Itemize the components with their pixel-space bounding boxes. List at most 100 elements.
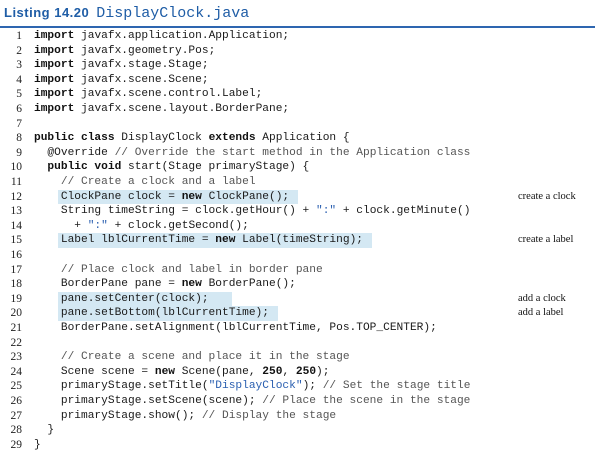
- code-text: public class DisplayClock extends Applic…: [34, 131, 350, 146]
- code-token: + clock.getMinute(): [336, 205, 471, 218]
- listing-filename: DisplayClock.java: [96, 5, 250, 22]
- line-number: 9: [16, 146, 22, 159]
- line-number: 23: [10, 351, 23, 364]
- line-number: 24: [10, 365, 23, 378]
- keyword: import: [34, 59, 75, 72]
- code-line: 20 pane.setBottom(lblCurrentTime);add a …: [0, 306, 595, 321]
- line-number: 13: [10, 205, 23, 218]
- code-token: );: [302, 380, 323, 393]
- code-text: import javafx.geometry.Pos;: [34, 44, 215, 59]
- code-text: + ":" + clock.getSecond();: [34, 219, 249, 234]
- keyword: import: [34, 30, 75, 42]
- code-token: Label(timeString);: [235, 234, 363, 247]
- code-line: 12 ClockPane clock = new ClockPane(); cre…: [0, 189, 595, 205]
- keyword: import: [34, 44, 75, 57]
- code-text: public void start(Stage primaryStage) {: [34, 160, 309, 175]
- code-text: @Override // Override the start method i…: [34, 146, 470, 161]
- code-line: 16: [0, 248, 595, 263]
- code-line: 29}: [0, 438, 595, 452]
- keyword: new: [215, 234, 236, 247]
- code-line: 23 // Create a scene and place it in the…: [0, 350, 595, 365]
- code-token: primaryStage.setTitle(: [34, 380, 209, 393]
- line-highlight: [58, 189, 298, 205]
- code-line: 14 + ":" + clock.getSecond();: [0, 219, 595, 234]
- code-token: javafx.scene.control.Label;: [74, 88, 263, 101]
- code-line: 9 @Override // Override the start method…: [0, 146, 595, 161]
- comment: // Create a clock and a label: [34, 176, 256, 188]
- line-number: 10: [10, 161, 23, 174]
- code-text: String timeString = clock.getHour() + ":…: [34, 204, 471, 219]
- keyword: new: [181, 190, 202, 203]
- listing-label: Listing 14.20: [4, 5, 90, 20]
- code-line: 5 import javafx.scene.control.Label;: [0, 87, 595, 102]
- code-line: 10 public void start(Stage primaryStage)…: [0, 160, 595, 175]
- line-number: 14: [10, 219, 23, 232]
- line-number: 21: [10, 322, 23, 334]
- number-literal: 250: [295, 365, 317, 378]
- code-text: BorderPane pane = new BorderPane();: [34, 277, 296, 292]
- code-token: + clock.getSecond();: [107, 219, 249, 232]
- code-token: ClockPane();: [201, 190, 290, 203]
- code-line: 26 primaryStage.setScene(scene); // Plac…: [0, 394, 595, 409]
- code-text: import javafx.scene.Scene;: [34, 73, 209, 88]
- code-line: 15 Label lblCurrentTime = new Label(time…: [0, 233, 595, 248]
- code-text: import javafx.application.Application;: [34, 29, 289, 44]
- keyword: import: [34, 88, 75, 101]
- number-literal: 250: [262, 365, 283, 378]
- code-line: 13 String timeString = clock.getHour() +…: [0, 204, 595, 219]
- line-number: 5: [16, 88, 22, 101]
- code-line: 8 public class DisplayClock extends Appli…: [0, 131, 595, 146]
- code-text: // Create a clock and a label: [34, 175, 256, 190]
- margin-annotation: add a label: [518, 307, 564, 319]
- comment: // Place clock and label in border pane: [34, 263, 323, 276]
- code-text: Label lblCurrentTime = new Label(timeStr…: [34, 233, 363, 248]
- code-text: // Create a scene and place it in the st…: [34, 350, 350, 365]
- comment: // Set the stage title: [322, 380, 471, 393]
- code-line: 17 // Place clock and label in border pa…: [0, 263, 595, 278]
- code-text: import javafx.scene.layout.BorderPane;: [34, 102, 289, 117]
- line-number: 22: [10, 336, 23, 349]
- code-token: Scene(pane,: [175, 365, 263, 378]
- line-number: 2: [16, 44, 22, 57]
- code-line: 18 BorderPane pane = new BorderPane();: [0, 277, 595, 292]
- code-text: pane.setCenter(clock);: [34, 292, 209, 307]
- line-number: 20: [10, 307, 23, 320]
- code-text: }: [34, 438, 41, 452]
- line-highlight: [58, 306, 278, 321]
- line-number: 15: [10, 234, 23, 247]
- comment: // Create a scene and place it in the st…: [34, 351, 350, 364]
- string-literal: ":": [315, 205, 337, 218]
- code-token: BorderPane.setAlignment(lblCurrentTime, …: [34, 322, 437, 334]
- keyword: import: [34, 103, 75, 115]
- code-line: 28 }: [0, 423, 595, 438]
- line-highlight: [58, 233, 372, 248]
- code-text: primaryStage.setTitle("DisplayClock"); /…: [34, 379, 471, 394]
- code-token: Label lblCurrentTime =: [34, 234, 216, 247]
- code-text: // Place clock and label in border pane: [34, 263, 323, 278]
- keyword: new: [181, 278, 202, 291]
- line-number: 12: [10, 190, 23, 203]
- line-number: 8: [16, 132, 22, 145]
- margin-annotation: create a clock: [518, 190, 576, 202]
- code-text: BorderPane.setAlignment(lblCurrentTime, …: [34, 321, 437, 336]
- code-token: Application {: [255, 132, 350, 145]
- keyword: public class: [34, 132, 115, 145]
- line-number: 17: [10, 263, 23, 276]
- code-token: BorderPane();: [201, 278, 296, 291]
- keyword: new: [154, 365, 176, 378]
- code-token: BorderPane pane =: [34, 278, 182, 291]
- keyword: import: [34, 73, 75, 86]
- code-token: javafx.geometry.Pos;: [74, 44, 216, 57]
- code-token: pane.setCenter(clock);: [34, 292, 209, 305]
- line-number: 29: [10, 438, 23, 451]
- line-highlight: [58, 291, 232, 307]
- line-number: 28: [10, 424, 23, 437]
- code-token: );: [316, 365, 330, 378]
- code-text: import javafx.stage.Stage;: [34, 58, 209, 73]
- margin-annotation: add a clock: [518, 292, 566, 304]
- code-token: Scene scene =: [34, 365, 155, 378]
- code-text: ClockPane clock = new ClockPane();: [34, 190, 289, 205]
